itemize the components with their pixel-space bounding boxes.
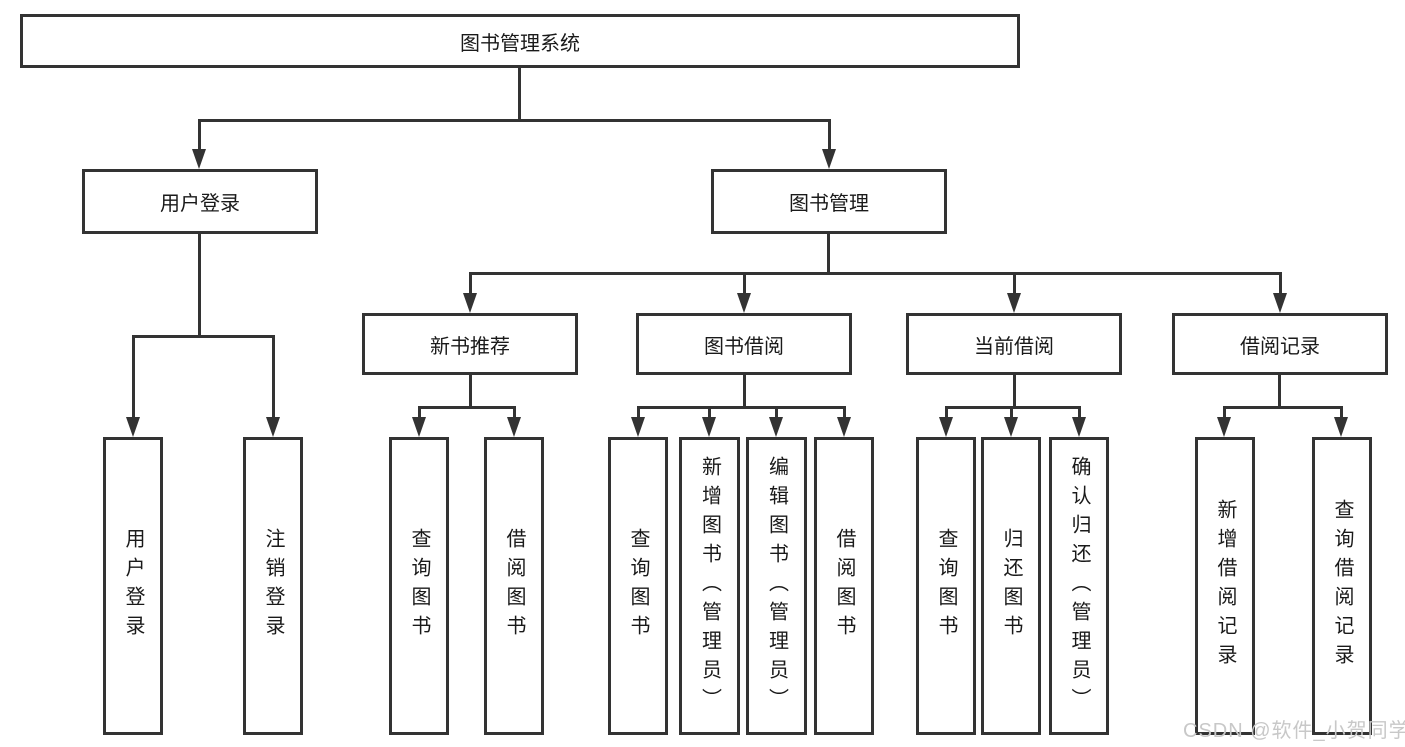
node-book-management-label: 图书管理 <box>789 193 869 215</box>
connector-v <box>518 66 521 121</box>
arrowhead-down-icon <box>1072 417 1086 437</box>
arrowhead-down-icon <box>1007 293 1021 313</box>
leaf-query-books-borrowing-label: 查询图书 <box>627 528 649 644</box>
arrowhead-down-icon <box>463 293 477 313</box>
leaf-borrow-books-recommend: 借阅图书 <box>484 437 544 735</box>
connector-v <box>828 119 831 151</box>
node-user-login: 用户登录 <box>82 169 318 234</box>
leaf-borrow-books: 借阅图书 <box>814 437 874 735</box>
arrowhead-down-icon <box>266 417 280 437</box>
leaf-return-books: 归还图书 <box>981 437 1041 735</box>
connector-h <box>198 119 831 122</box>
arrowhead-down-icon <box>837 417 851 437</box>
leaf-edit-books-admin: 编辑图书（管理员） <box>746 437 807 735</box>
connector-v <box>198 233 201 337</box>
arrowhead-down-icon <box>1334 417 1348 437</box>
leaf-borrow-books-label: 借阅图书 <box>833 528 855 644</box>
connector-v <box>272 335 275 419</box>
leaf-query-borrow-record: 查询借阅记录 <box>1312 437 1372 735</box>
arrowhead-down-icon <box>1004 417 1018 437</box>
leaf-user-login: 用户登录 <box>103 437 163 735</box>
connector-v <box>469 374 472 408</box>
leaf-add-borrow-record-label: 新增借阅记录 <box>1214 499 1236 673</box>
node-new-book-recommend-label: 新书推荐 <box>430 335 510 358</box>
arrowhead-down-icon <box>192 149 206 169</box>
connector-v <box>945 406 948 419</box>
leaf-logout-label: 注销登录 <box>262 528 284 644</box>
connector-v <box>198 119 201 151</box>
arrowhead-down-icon <box>822 149 836 169</box>
connector-v <box>513 406 516 419</box>
node-root: 图书管理系统 <box>20 14 1020 68</box>
connector-v <box>1013 374 1016 408</box>
leaf-edit-books-admin-label: 编辑图书（管理员） <box>765 455 788 717</box>
connector-h <box>418 406 516 409</box>
node-user-login-label: 用户登录 <box>160 193 240 215</box>
connector-v <box>418 406 421 419</box>
connector-v <box>132 335 135 419</box>
connector-v <box>1078 406 1081 419</box>
connector-h <box>469 272 1282 275</box>
csdn-watermark: CSDN @软件_小贺同学 <box>1183 720 1405 742</box>
arrowhead-down-icon <box>507 417 521 437</box>
arrowhead-down-icon <box>769 417 783 437</box>
node-book-borrowing-label: 图书借阅 <box>704 335 784 358</box>
leaf-query-books-recommend: 查询图书 <box>389 437 449 735</box>
node-borrowing-records-label: 借阅记录 <box>1240 335 1320 358</box>
node-current-borrowing-label: 当前借阅 <box>974 335 1054 358</box>
connector-v <box>775 406 778 419</box>
connector-v <box>1010 406 1013 419</box>
node-new-book-recommend: 新书推荐 <box>362 313 578 375</box>
leaf-add-borrow-record: 新增借阅记录 <box>1195 437 1255 735</box>
node-current-borrowing: 当前借阅 <box>906 313 1122 375</box>
arrowhead-down-icon <box>737 293 751 313</box>
connector-v <box>708 406 711 419</box>
connector-h <box>637 406 846 409</box>
connector-v <box>1013 272 1016 295</box>
connector-v <box>843 406 846 419</box>
leaf-logout: 注销登录 <box>243 437 303 735</box>
arrowhead-down-icon <box>1217 417 1231 437</box>
leaf-query-books-borrowing: 查询图书 <box>608 437 668 735</box>
leaf-borrow-books-recommend-label: 借阅图书 <box>503 528 525 644</box>
connector-h <box>945 406 1081 409</box>
connector-v <box>743 272 746 295</box>
arrowhead-down-icon <box>702 417 716 437</box>
node-book-borrowing: 图书借阅 <box>636 313 852 375</box>
leaf-query-books-current: 查询图书 <box>916 437 976 735</box>
connector-v <box>637 406 640 419</box>
leaf-user-login-label: 用户登录 <box>122 528 144 644</box>
node-book-management: 图书管理 <box>711 169 947 234</box>
connector-h <box>1223 406 1343 409</box>
connector-v <box>1278 374 1281 408</box>
node-root-label: 图书管理系统 <box>460 32 580 55</box>
leaf-query-books-recommend-label: 查询图书 <box>408 528 430 644</box>
connector-v <box>743 374 746 408</box>
leaf-confirm-return-admin: 确认归还（管理员） <box>1049 437 1109 735</box>
leaf-return-books-label: 归还图书 <box>1000 528 1022 644</box>
arrowhead-down-icon <box>939 417 953 437</box>
connector-h <box>132 335 275 338</box>
leaf-query-books-current-label: 查询图书 <box>935 528 957 644</box>
connector-v <box>1223 406 1226 419</box>
arrowhead-down-icon <box>126 417 140 437</box>
leaf-confirm-return-admin-label: 确认归还（管理员） <box>1068 455 1090 717</box>
node-borrowing-records: 借阅记录 <box>1172 313 1388 375</box>
leaf-query-borrow-record-label: 查询借阅记录 <box>1331 499 1353 673</box>
arrowhead-down-icon <box>1273 293 1287 313</box>
connector-v <box>1340 406 1343 419</box>
arrowhead-down-icon <box>412 417 426 437</box>
arrowhead-down-icon <box>631 417 645 437</box>
leaf-add-books-admin: 新增图书（管理员） <box>679 437 740 735</box>
connector-v <box>1279 272 1282 295</box>
connector-v <box>469 272 472 295</box>
connector-v <box>827 233 830 274</box>
leaf-add-books-admin-label: 新增图书（管理员） <box>698 455 721 717</box>
